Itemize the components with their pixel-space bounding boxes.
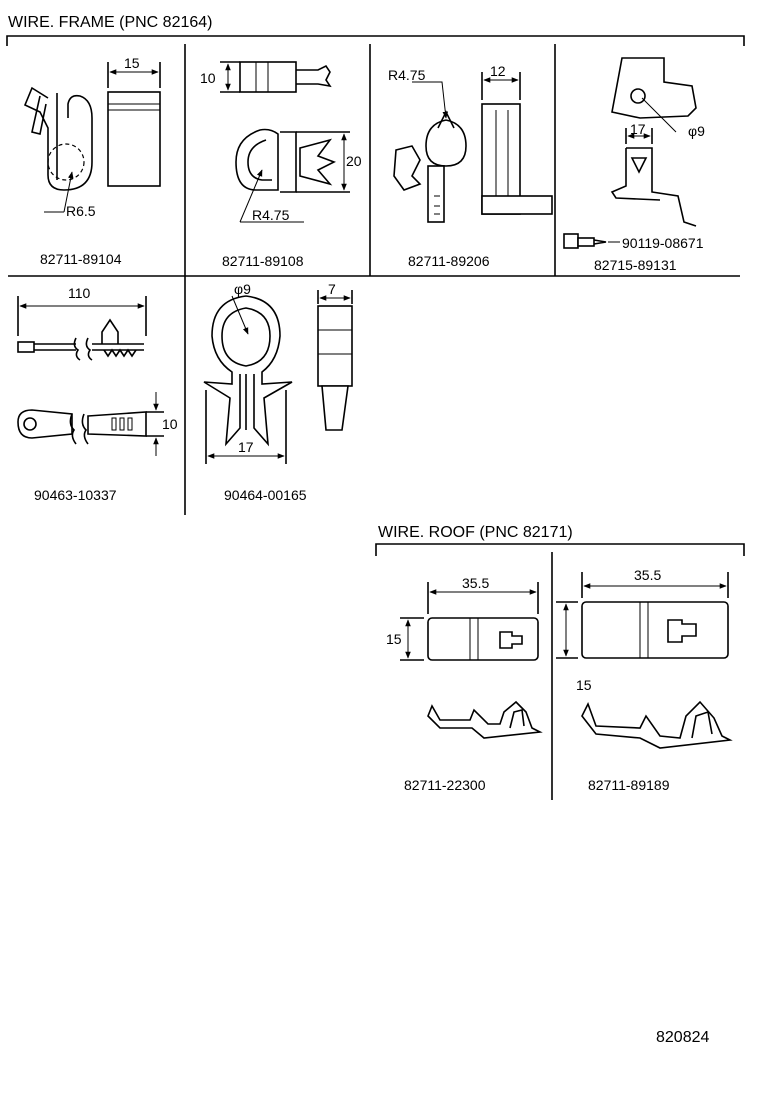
part-number: 82711-22300 bbox=[404, 777, 486, 793]
part-number: 82711-89189 bbox=[588, 777, 670, 793]
dim-label: 15 bbox=[576, 677, 592, 693]
section-title-wire-frame: WIRE. FRAME (PNC 82164) bbox=[8, 14, 212, 31]
tie-90463-10337-drawing bbox=[17, 296, 164, 456]
bolt-part-number: 90119-08671 bbox=[622, 235, 704, 251]
part-number: 82711-89206 bbox=[408, 253, 490, 269]
part-number: 82715-89131 bbox=[594, 257, 677, 273]
section-title-wire-roof: WIRE. ROOF (PNC 82171) bbox=[378, 524, 573, 541]
diagram-id: 820824 bbox=[656, 1029, 709, 1046]
dim-label: 15 bbox=[124, 55, 140, 71]
dim-label: 10 bbox=[200, 70, 216, 86]
dim-label: R4.75 bbox=[388, 67, 426, 83]
section-bracket-wire-roof bbox=[375, 543, 745, 556]
dim-label: 35.5 bbox=[462, 575, 489, 591]
part-number: 82711-89104 bbox=[40, 251, 122, 267]
dim-label: 15 bbox=[386, 631, 402, 647]
clip-82711-22300-drawing bbox=[400, 582, 543, 739]
clip-82711-89189-drawing bbox=[556, 572, 733, 749]
clip-90464-00165-drawing bbox=[203, 290, 353, 464]
dim-label: 35.5 bbox=[634, 567, 661, 583]
dim-label: 7 bbox=[328, 281, 336, 297]
dim-label: R6.5 bbox=[66, 203, 96, 219]
section-bracket-wire-frame bbox=[6, 35, 745, 46]
clip-82711-89108-drawing bbox=[220, 61, 350, 223]
dim-label: 17 bbox=[238, 439, 254, 455]
dim-label: φ9 bbox=[688, 123, 705, 139]
clip-82715-89131-drawing bbox=[563, 57, 697, 249]
dim-label: 17 bbox=[630, 121, 646, 137]
dim-label: 20 bbox=[346, 153, 362, 169]
dim-label: 10 bbox=[162, 416, 178, 432]
part-number: 90464-00165 bbox=[224, 487, 307, 503]
part-number: 90463-10337 bbox=[34, 487, 117, 503]
part-number: 82711-89108 bbox=[222, 253, 304, 269]
dim-label: R4.75 bbox=[252, 207, 290, 223]
dim-label: 110 bbox=[68, 285, 91, 301]
clip-82711-89206-drawing bbox=[393, 72, 553, 223]
dim-label: 12 bbox=[490, 63, 506, 79]
dim-label: φ9 bbox=[234, 281, 251, 297]
clip-82711-89104-drawing bbox=[23, 62, 161, 213]
